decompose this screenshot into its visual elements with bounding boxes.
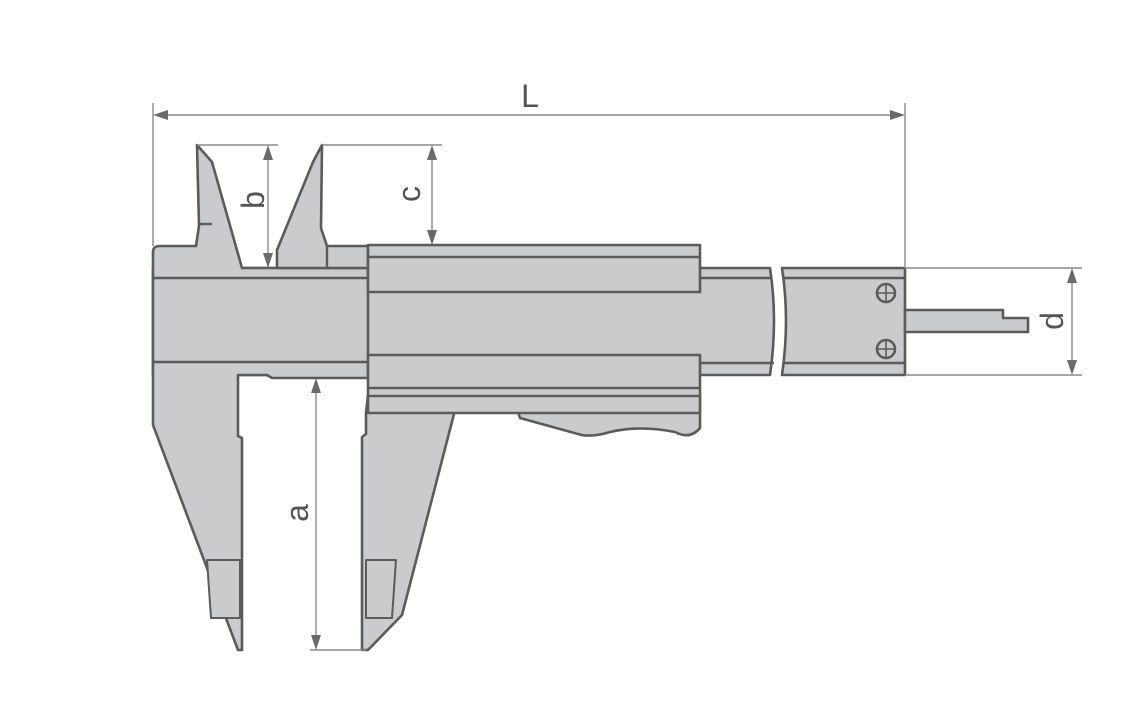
depth-rod [903, 308, 1030, 334]
beam-end-piece [780, 266, 907, 377]
dimension-L: L [152, 78, 906, 268]
fixed-jaw-tip-face [206, 559, 241, 619]
label-c: c [391, 186, 427, 202]
sliding-upper-jaw [275, 143, 370, 270]
slider-bottom [366, 353, 702, 415]
dimension-b: b [197, 144, 278, 268]
slider-top [366, 243, 702, 294]
fixed-jaw [151, 143, 370, 652]
label-b: b [235, 191, 271, 209]
sliding-jaw-tip-face [365, 559, 397, 619]
label-d: d [1034, 312, 1070, 330]
label-L: L [521, 78, 539, 114]
label-a: a [279, 504, 315, 522]
dimension-a: a [279, 378, 366, 651]
dimension-d: d [905, 267, 1082, 376]
dimension-c: c [322, 144, 442, 245]
screw-icon [875, 338, 897, 360]
screw-icon [875, 282, 897, 304]
